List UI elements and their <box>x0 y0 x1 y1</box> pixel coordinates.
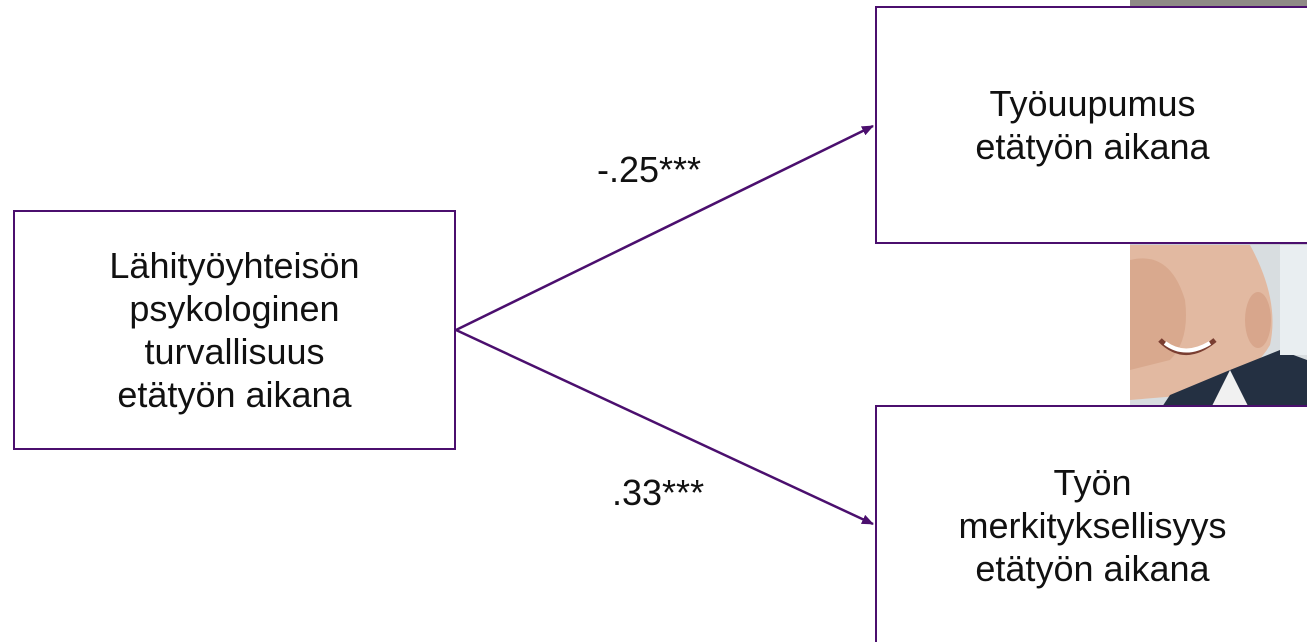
edge-label-merkityksellisyys: .33*** <box>612 472 705 513</box>
node-tyon-merkityksellisyys: Työn merkityksellisyys etätyön aikana <box>875 405 1307 642</box>
node-psykologinen-turvallisuus: Lähityöyhteisön psykologinen turvallisuu… <box>13 210 456 450</box>
edge-label-tyouupumus: -.25*** <box>597 149 702 190</box>
node-target-b-text: Työn merkityksellisyys etätyön aikana <box>958 461 1226 590</box>
arrow-to-tyouupumus <box>455 124 874 332</box>
arrow-to-merkityksellisyys <box>455 328 874 526</box>
node-target-a-line: etätyön aikana <box>975 126 1210 167</box>
node-source-line: psykologinen <box>129 288 340 329</box>
node-target-a-text: Työuupumus etätyön aikana <box>975 82 1209 168</box>
node-source-text: Lähityöyhteisön psykologinen turvallisuu… <box>109 244 359 416</box>
node-source-line: etätyön aikana <box>117 374 352 415</box>
node-target-a-line: Työuupumus <box>989 83 1196 124</box>
node-source-line: turvallisuus <box>144 331 325 372</box>
node-target-b-line: etätyön aikana <box>975 547 1210 589</box>
node-target-b-line: merkityksellisyys <box>958 504 1227 546</box>
node-source-line: Lähityöyhteisön <box>109 245 360 286</box>
node-target-b-line: Työn <box>1053 461 1132 503</box>
node-tyouupumus: Työuupumus etätyön aikana <box>875 6 1307 244</box>
